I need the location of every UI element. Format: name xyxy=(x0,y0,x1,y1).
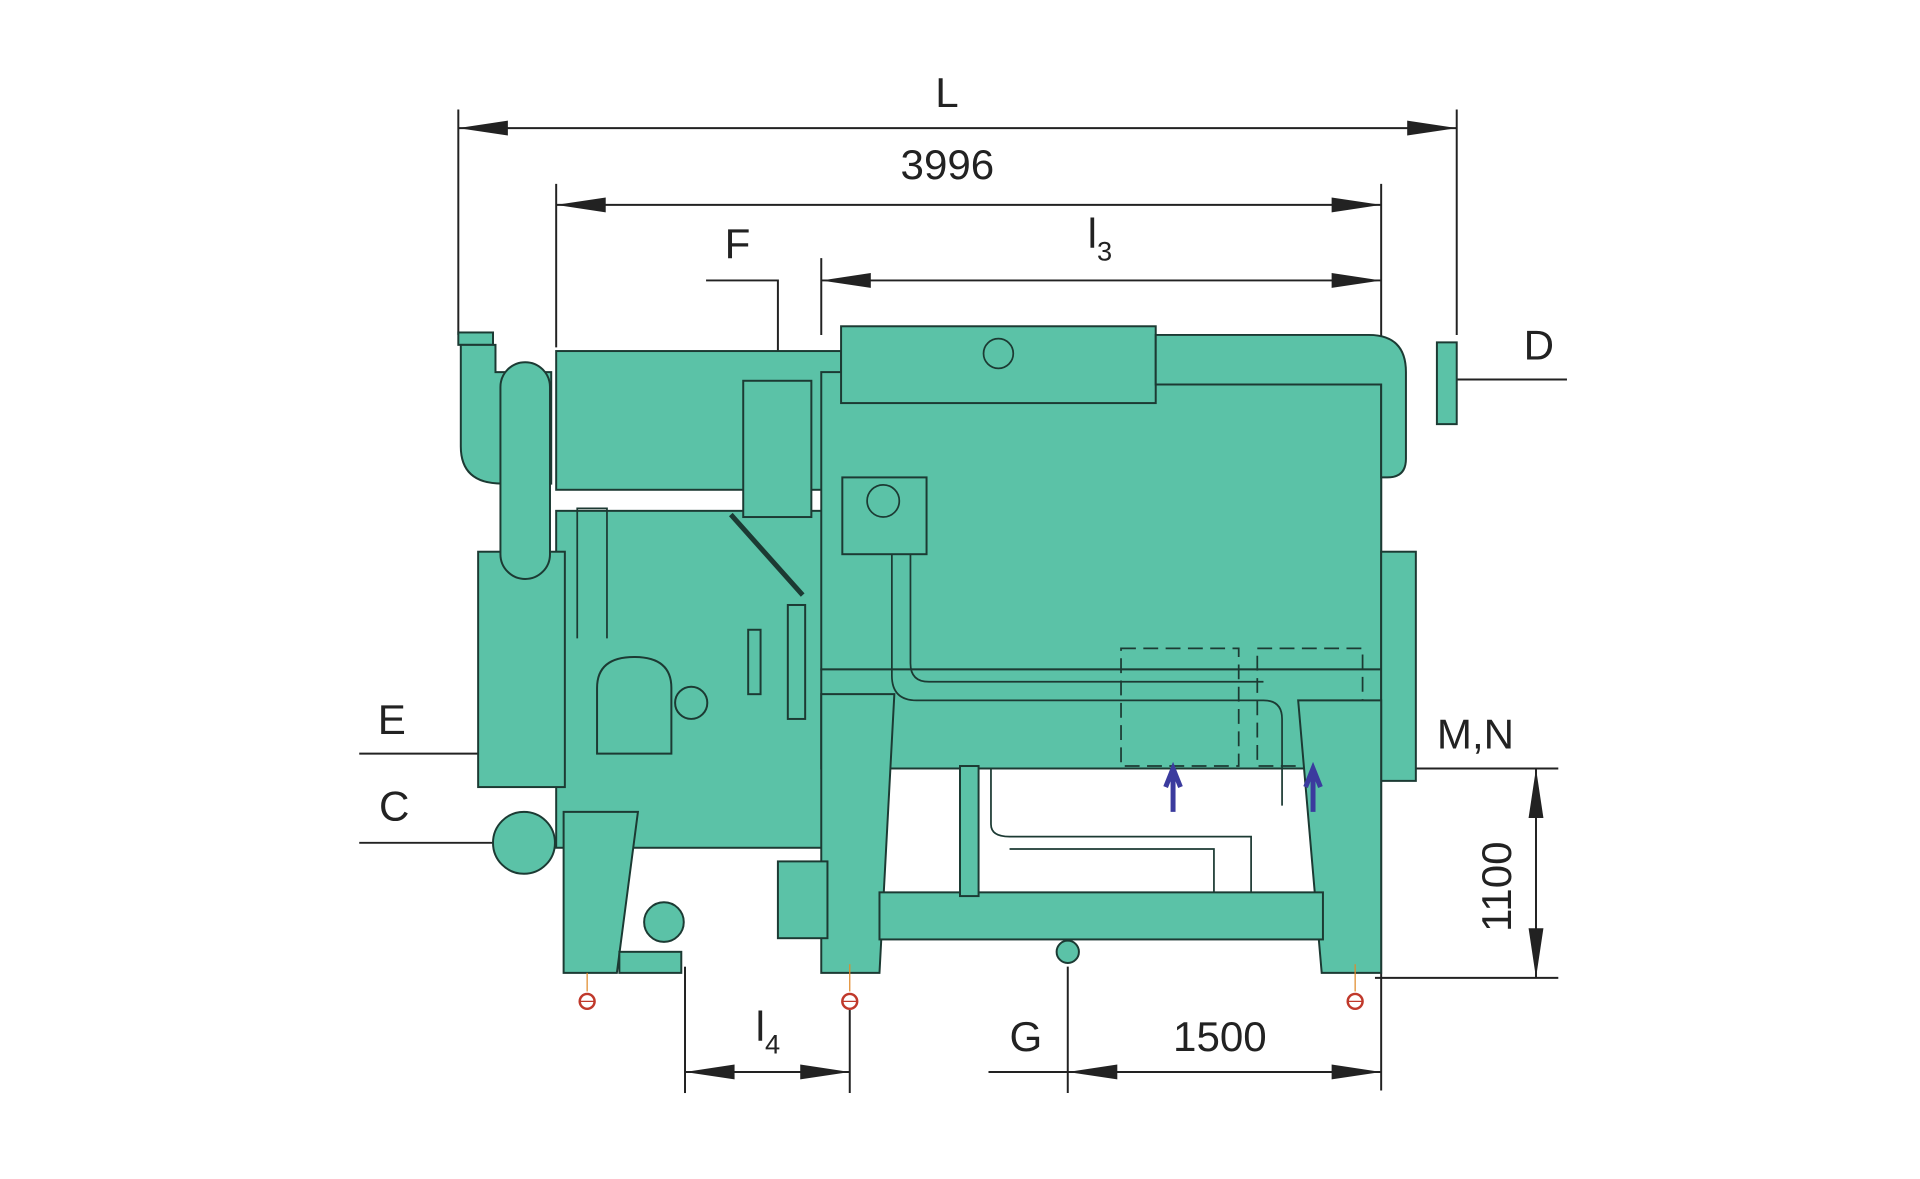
flow-arrow-icon xyxy=(1163,761,1183,812)
anchor-markers xyxy=(578,964,1364,1011)
chiller-body xyxy=(457,325,1458,974)
label-D: D xyxy=(1524,322,1554,369)
label-MN: M,N xyxy=(1437,711,1514,758)
label-l4: l4 xyxy=(756,1003,781,1059)
label-F: F xyxy=(725,220,751,267)
anchor-bolt-icon xyxy=(841,964,859,1011)
label-L: L xyxy=(935,69,958,116)
flow-arrows xyxy=(1163,761,1323,812)
label-E: E xyxy=(378,696,406,743)
anchor-bolt-icon xyxy=(578,972,596,1011)
label-C: C xyxy=(379,783,409,830)
dimension-lines xyxy=(359,109,1567,1094)
label-overall-length: 3996 xyxy=(901,141,995,188)
left-foot xyxy=(562,810,640,974)
label-G: G xyxy=(1010,1013,1043,1060)
label-l3: l3 xyxy=(1088,210,1113,266)
label-height: 1100 xyxy=(1473,841,1520,932)
anchor-bolt-icon xyxy=(1346,964,1364,1011)
flow-arrow-icon xyxy=(1303,761,1323,812)
label-foot-spacing: 1500 xyxy=(1173,1013,1267,1060)
